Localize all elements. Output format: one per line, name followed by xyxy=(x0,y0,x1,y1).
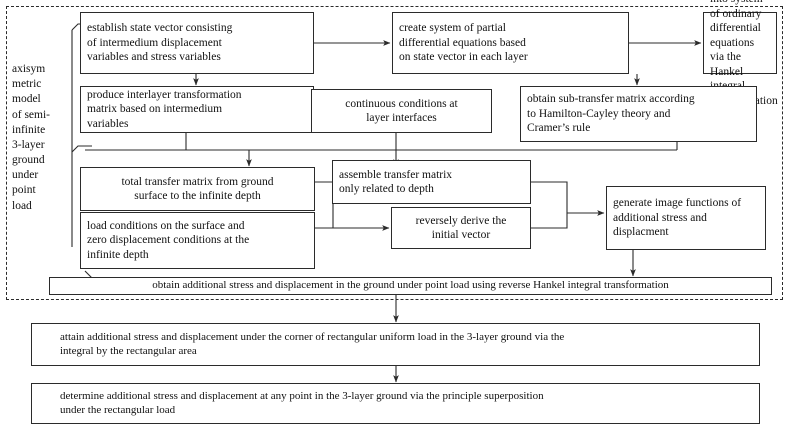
box-assemble-transfer-matrix-text: assemble transfer matrix only related to… xyxy=(339,168,453,195)
box-reversely-derive-initial-vector-text: reversely derive the initial vector xyxy=(415,214,507,241)
box-establish-state-vector-text: establish state vector consisting of int… xyxy=(87,22,233,64)
box-continuous-conditions[interactable]: continuous conditions at layer interface… xyxy=(311,89,492,133)
box-obtain-additional-stress-point-load-text: obtain additional stress and displacemen… xyxy=(152,279,669,292)
box-create-system-pde-text: create system of partial differential eq… xyxy=(399,22,528,64)
box-generate-image-functions[interactable]: generate image functions of additional s… xyxy=(606,186,766,250)
box-obtain-sub-transfer-matrix[interactable]: obtain sub-transfer matrix according to … xyxy=(520,86,757,142)
box-total-transfer-matrix[interactable]: total transfer matrix from ground surfac… xyxy=(80,167,315,211)
box-establish-state-vector[interactable]: establish state vector consisting of int… xyxy=(80,12,314,74)
box-load-zero-displacement-conditions[interactable]: load conditions on the surface and zero … xyxy=(80,212,315,269)
box-transform-ode-hankel[interactable]: transform into system of ordinary differ… xyxy=(703,0,778,107)
box-produce-interlayer-matrix-text: produce interlayer transformation matrix… xyxy=(87,88,242,130)
box-determine-any-point-superposition-text: determine additional stress and displace… xyxy=(60,389,544,416)
box-load-zero-displacement-conditions-text: load conditions on the surface and zero … xyxy=(87,219,250,261)
box-assemble-transfer-matrix[interactable]: assemble transfer matrix only related to… xyxy=(332,160,531,204)
box-continuous-conditions-text: continuous conditions at layer interface… xyxy=(345,97,458,124)
box-total-transfer-matrix-text: total transfer matrix from ground surfac… xyxy=(121,175,274,202)
box-determine-any-point-superposition[interactable]: determine additional stress and displace… xyxy=(31,383,760,424)
box-attain-under-corner-rectangular[interactable]: attain additional stress and displacemen… xyxy=(31,323,760,366)
box-generate-image-functions-text: generate image functions of additional s… xyxy=(613,197,742,239)
box-produce-interlayer-matrix[interactable]: produce interlayer transformation matrix… xyxy=(80,86,314,133)
box-obtain-additional-stress-point-load[interactable]: obtain additional stress and displacemen… xyxy=(49,277,772,295)
box-obtain-sub-transfer-matrix-text: obtain sub-transfer matrix according to … xyxy=(527,93,695,135)
box-create-system-pde[interactable]: create system of partial differential eq… xyxy=(392,12,629,74)
point-load-group-frame xyxy=(6,6,783,300)
box-attain-under-corner-rectangular-text: attain additional stress and displacemen… xyxy=(60,330,565,357)
box-reversely-derive-initial-vector[interactable]: reversely derive the initial vector xyxy=(391,207,531,249)
axisymmetric-model-label: axisym metric model of semi- infinite 3-… xyxy=(12,63,51,212)
